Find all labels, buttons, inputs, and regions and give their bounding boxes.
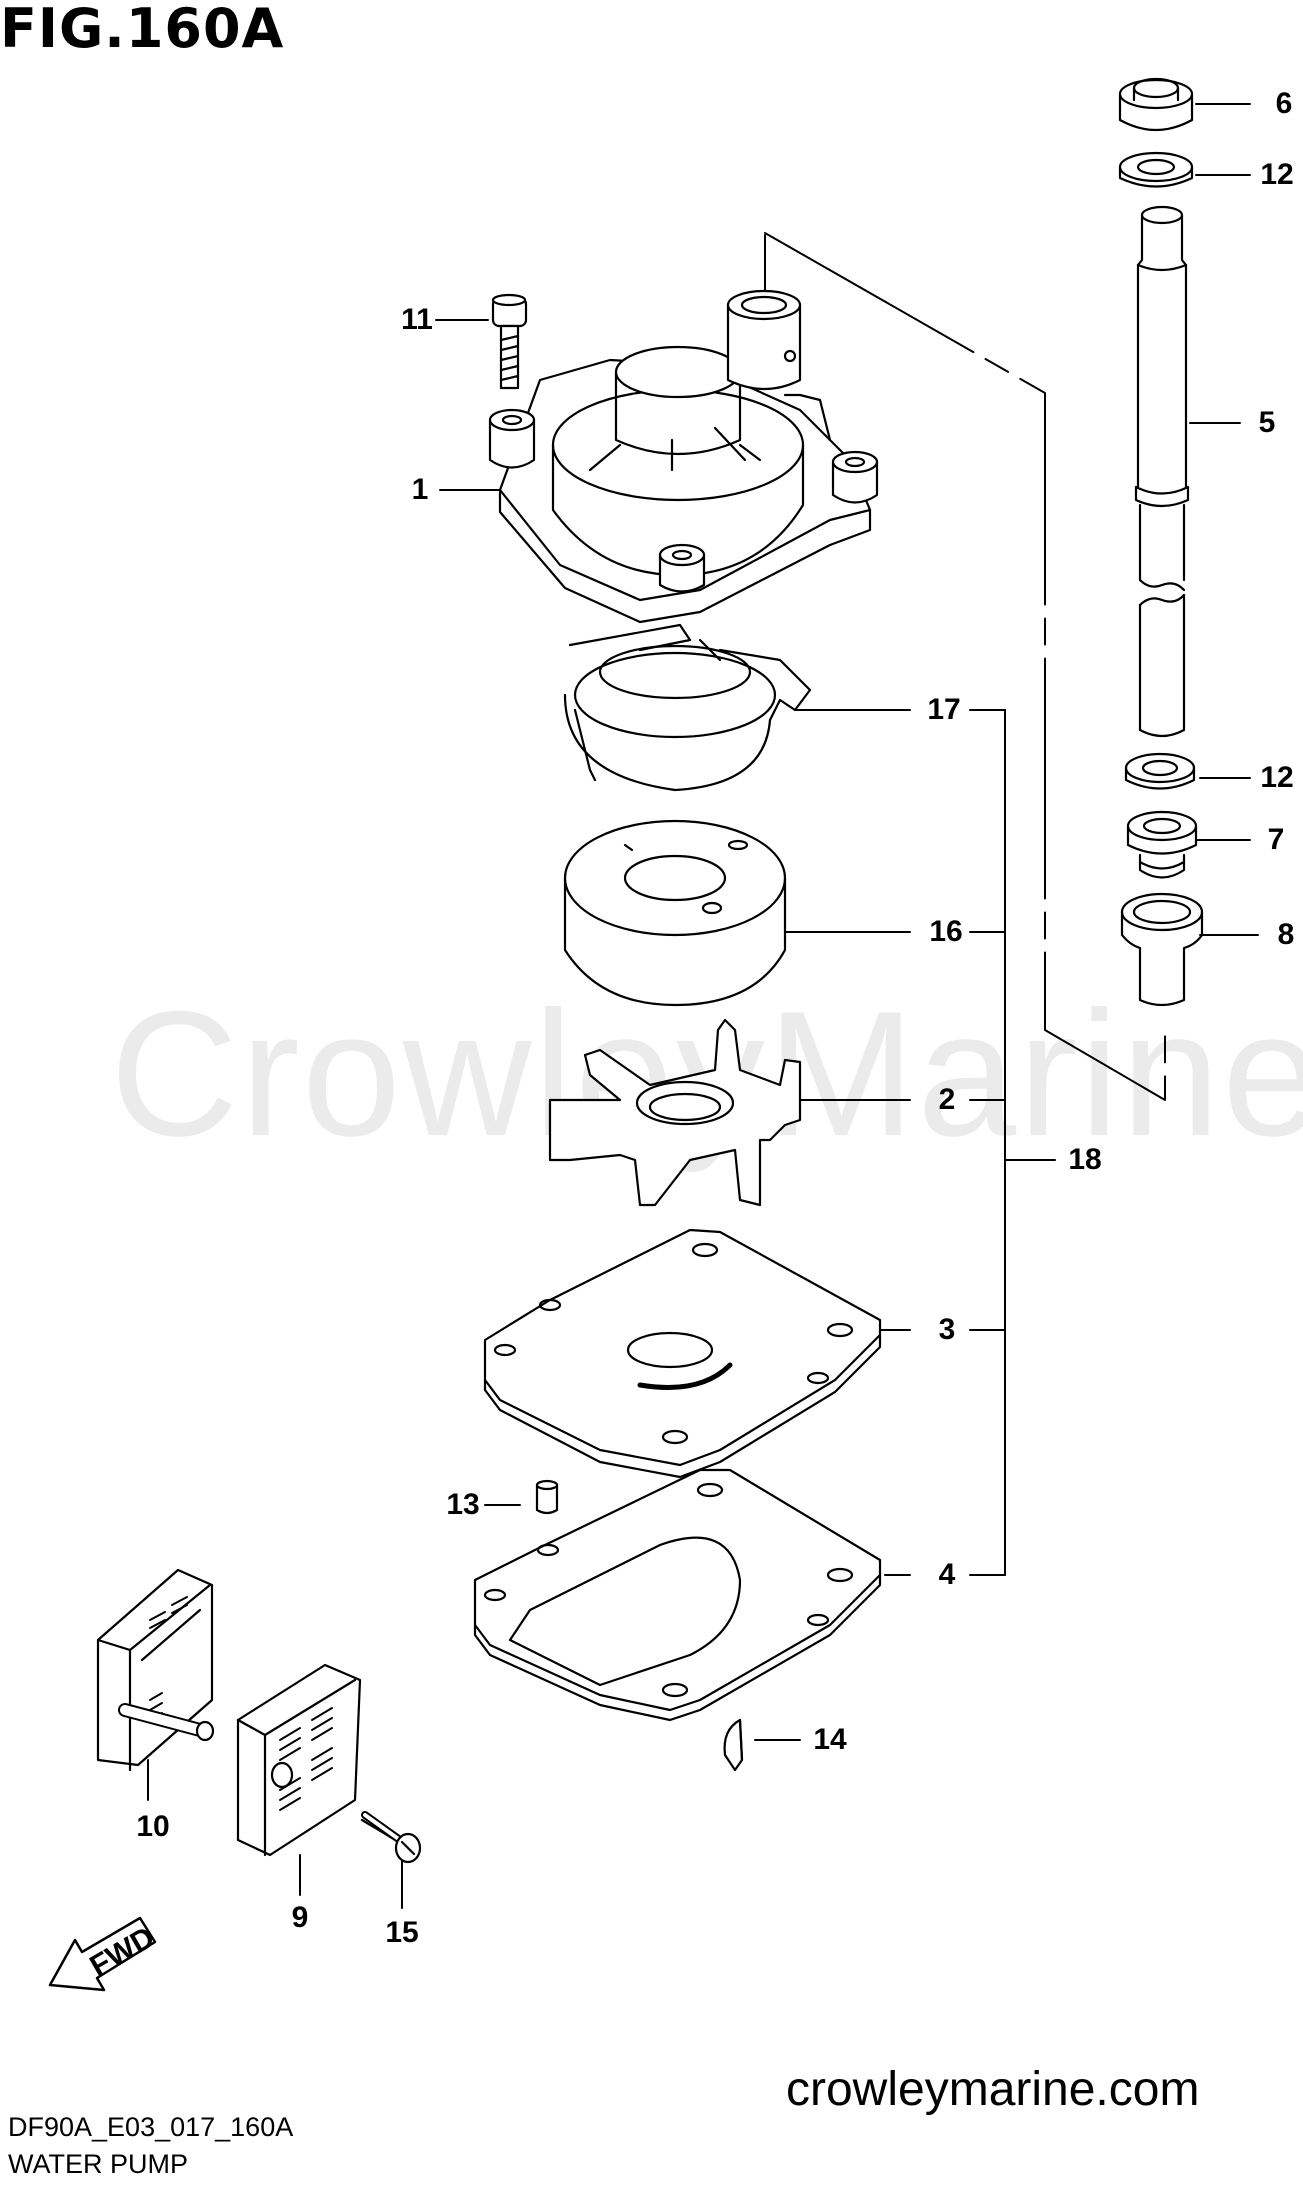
callout-10: 10 — [136, 1810, 170, 1843]
callout-16: 16 — [929, 915, 963, 948]
callout-12-bottom: 12 — [1260, 761, 1294, 794]
wear-plate-3 — [483, 1228, 882, 1479]
callout-18: 18 — [1068, 1143, 1102, 1176]
key-14 — [723, 1718, 744, 1772]
bushing-8 — [1120, 892, 1204, 1007]
pin-13 — [535, 1479, 559, 1515]
callout-11: 11 — [401, 303, 433, 336]
callout-13: 13 — [446, 1488, 480, 1521]
pump-housing-1 — [488, 289, 879, 624]
callout-17: 17 — [927, 693, 961, 726]
strainer-10 — [96, 1568, 215, 1772]
callout-3: 3 — [938, 1313, 956, 1346]
water-tube-5 — [1134, 205, 1190, 738]
screen-9 — [236, 1663, 362, 1857]
seal-12-top — [1118, 151, 1194, 188]
callout-4: 4 — [938, 1558, 956, 1591]
grommet-6 — [1118, 77, 1194, 131]
callout-7: 7 — [1267, 823, 1285, 856]
callout-1: 1 — [411, 473, 429, 506]
callout-14: 14 — [813, 1723, 847, 1756]
screw-15 — [360, 1811, 422, 1864]
callout-12-top: 12 — [1260, 158, 1294, 191]
leader-lines — [147, 103, 1259, 1909]
seal-12-bottom — [1124, 752, 1196, 790]
callout-9: 9 — [291, 1901, 309, 1934]
impeller-2 — [548, 1018, 802, 1207]
figure-title: FIG.160A — [0, 0, 285, 60]
callout-15: 15 — [385, 1916, 419, 1949]
callout-2: 2 — [938, 1083, 956, 1116]
gasket-4 — [473, 1468, 882, 1722]
diagram-caption: WATER PUMP — [8, 2149, 188, 2179]
callout-8: 8 — [1277, 918, 1295, 951]
website-url: crowleymarine.com — [786, 2063, 1200, 2116]
diagram-code: DF90A_E03_017_160A — [8, 2112, 294, 2142]
pump-case-16 — [563, 819, 787, 1007]
callout-5: 5 — [1258, 406, 1276, 439]
pump-liner-17 — [563, 623, 812, 792]
grommet-7 — [1126, 810, 1198, 879]
bolt-11 — [491, 293, 528, 390]
fwd-arrow-icon: FWD — [48, 1916, 160, 1992]
callout-6: 6 — [1275, 87, 1293, 120]
